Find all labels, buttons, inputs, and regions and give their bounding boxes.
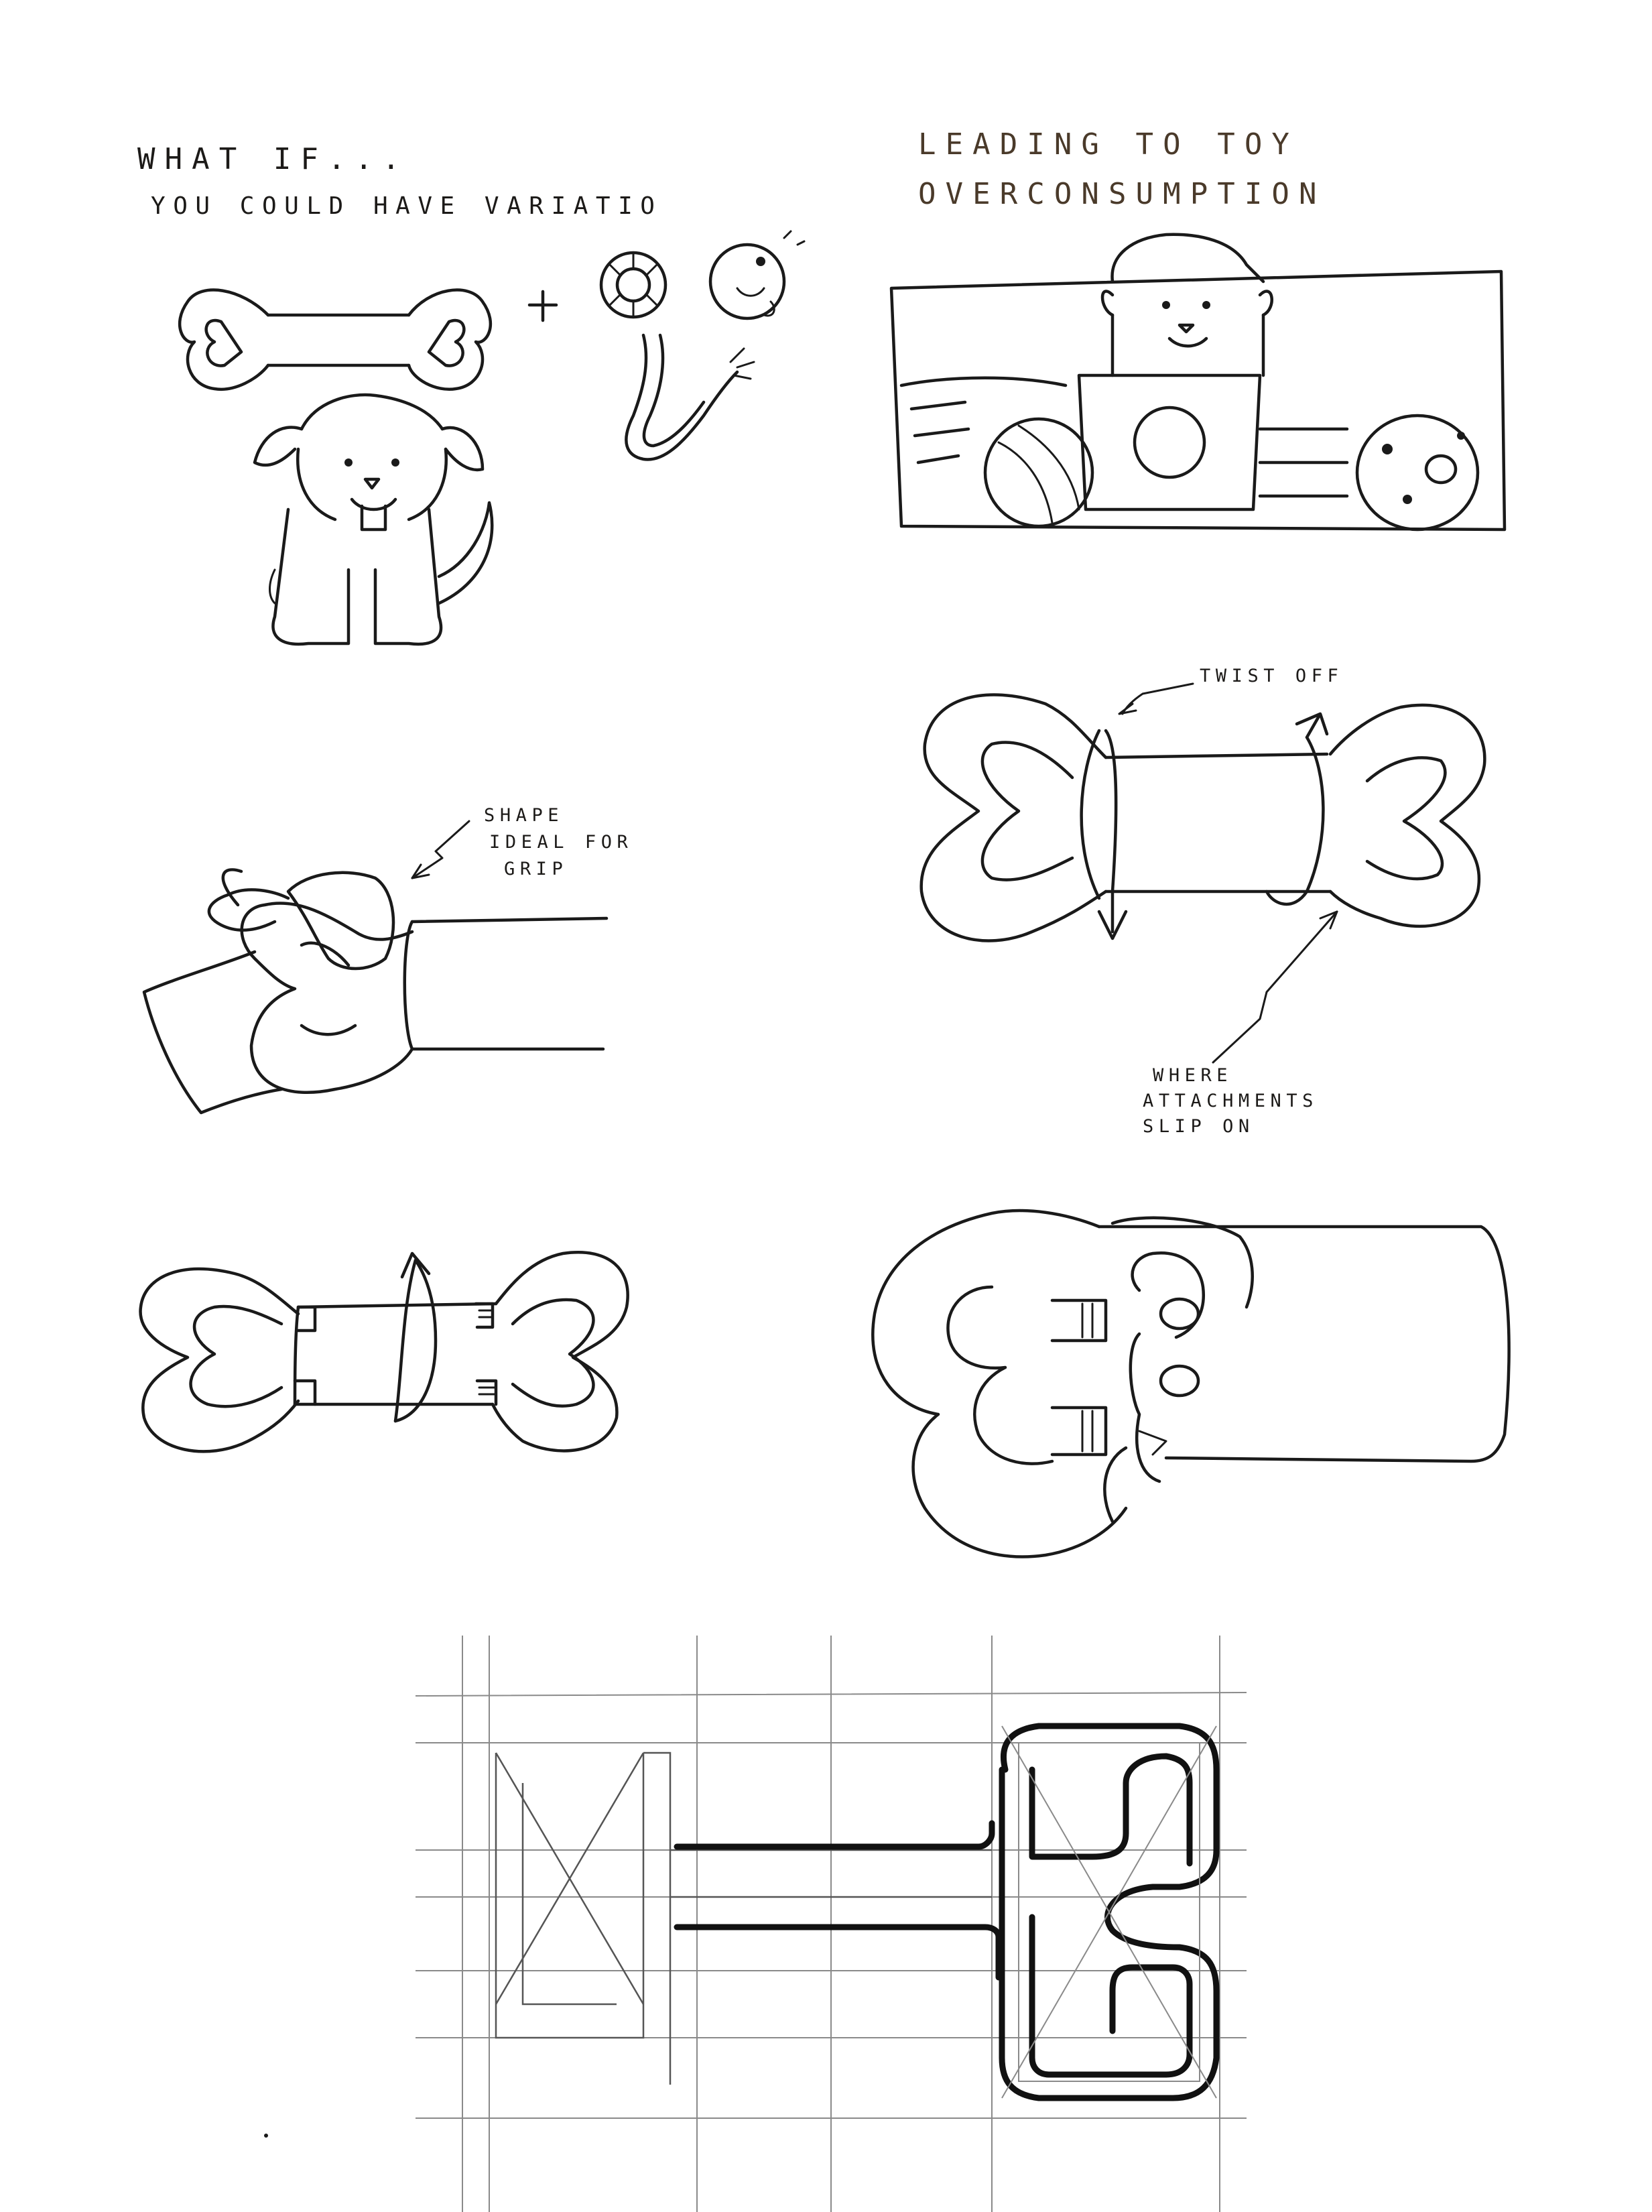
bone-with-connectors-sketch [141, 1252, 628, 1451]
overconsumption-scene [891, 235, 1505, 530]
toy-attachments-sketch [529, 231, 804, 460]
bone-with-hearts-sketch [180, 290, 491, 389]
bone-cylinder-attach-sketch [873, 1211, 1509, 1556]
twist-off-bone-sketch [922, 684, 1485, 1062]
sitting-dog-sketch [255, 395, 492, 644]
construction-grid-logo [416, 1636, 1247, 2212]
hand-grip-sketch [144, 821, 607, 1113]
